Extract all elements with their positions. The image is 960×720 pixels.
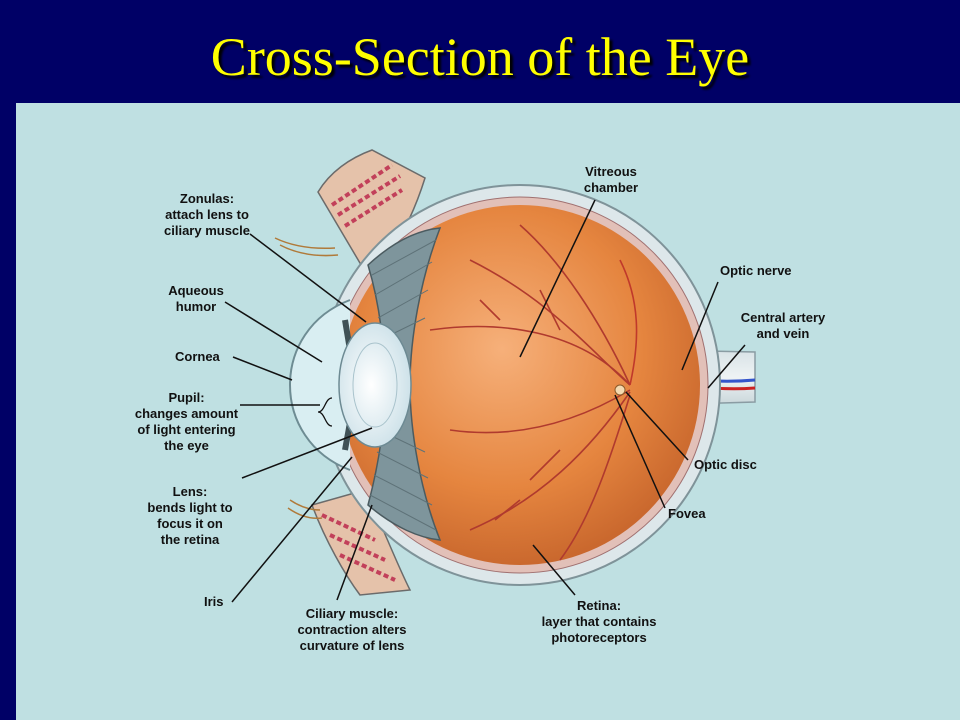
label-optic-disc: Optic disc <box>694 457 757 472</box>
upper-eyelid <box>274 149 426 282</box>
label-vitreous-chamber: Vitreous chamber <box>583 164 639 195</box>
lens-shape <box>338 322 412 448</box>
cornea-shape <box>289 299 351 471</box>
label-lens: Lens: bends light to focus it on the ret… <box>147 484 233 547</box>
label-cornea: Cornea <box>175 349 220 364</box>
diagram-panel: Zonulas: attach lens to ciliary muscle A… <box>16 103 960 720</box>
label-optic-nerve: Optic nerve <box>720 263 792 278</box>
label-ciliary-muscle: Ciliary muscle: contraction alters curva… <box>297 606 407 653</box>
eye-diagram <box>224 149 756 603</box>
retinal-vessels <box>429 224 638 561</box>
slide-title: Cross-Section of the Eye <box>210 27 750 87</box>
label-pupil: Pupil: changes amount of light entering … <box>134 390 239 453</box>
label-central-artery: Central artery and vein <box>740 310 826 341</box>
label-iris: Iris <box>204 594 224 609</box>
vitreous-chamber-shape <box>340 205 700 565</box>
label-fovea: Fovea <box>668 506 706 521</box>
label-retina: Retina: layer that contains photorecepto… <box>541 598 657 645</box>
lens-inner-ring <box>352 342 398 428</box>
label-aqueous-humor: Aqueous humor <box>168 283 224 314</box>
leader-lines <box>224 199 746 603</box>
pupil-bracket <box>317 397 333 427</box>
optic-disc-shape <box>614 384 626 396</box>
label-zonulas: Zonulas: attach lens to ciliary muscle <box>164 191 250 238</box>
